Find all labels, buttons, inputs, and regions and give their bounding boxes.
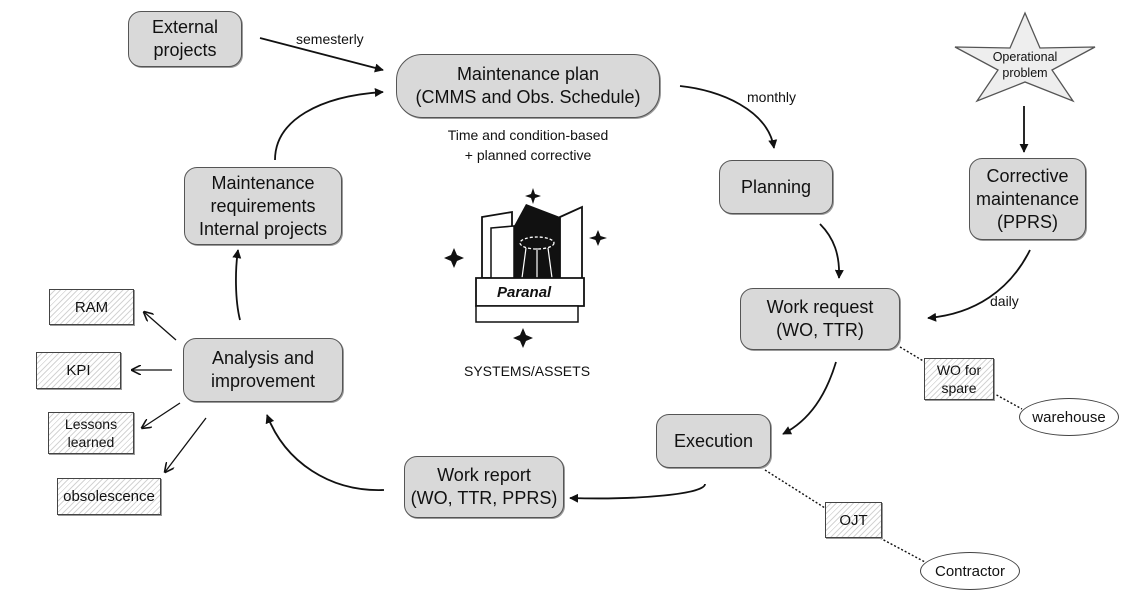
obsolescence-box: obsolescence xyxy=(57,478,161,515)
contractor-label: Contractor xyxy=(934,562,1006,580)
paranal-observatory-icon xyxy=(444,188,607,348)
arrow-external-to-plan xyxy=(259,37,384,73)
execution-label: Execution xyxy=(673,430,754,451)
wo-for-spare-line-1: WO for xyxy=(936,362,982,378)
lessons-learned-box: Lessons learned xyxy=(48,412,134,454)
arrow-work-request-to-execution xyxy=(782,361,837,435)
maintenance-plan-line-1: Maintenance plan xyxy=(456,64,600,84)
analysis-improvement-box: Analysis and improvement xyxy=(183,338,343,402)
operational-problem-star xyxy=(954,11,1096,103)
plan-note-line-2: + planned corrective xyxy=(464,147,592,163)
external-projects-line-2: projects xyxy=(153,40,217,60)
corrective-maintenance-line-3: (PPRS) xyxy=(996,211,1058,232)
work-report-line-2: (WO, TTR, PPRS) xyxy=(410,488,558,508)
edge-label-daily: daily xyxy=(990,293,1019,309)
external-projects-line-1: External xyxy=(151,17,219,37)
warehouse-ellipse: warehouse xyxy=(1019,398,1119,436)
corrective-maintenance-line-2: maintenance xyxy=(975,188,1080,209)
lessons-learned-line-2: learned xyxy=(67,434,115,450)
work-request-box: Work request (WO, TTR) xyxy=(740,288,900,350)
external-projects-box: External projects xyxy=(128,11,242,67)
analysis-line-2: improvement xyxy=(210,371,316,391)
paranal-logo-text: Paranal xyxy=(497,284,552,301)
arrow-analysis-to-lessons xyxy=(142,402,181,428)
ojt-label: OJT xyxy=(839,511,868,529)
kpi-label: KPI xyxy=(66,362,91,379)
maintenance-requirements-line-3: Internal projects xyxy=(198,218,328,239)
arrow-planning-to-work-request xyxy=(819,223,844,279)
dotted-ojt-to-contractor xyxy=(879,537,926,563)
ram-box: RAM xyxy=(49,289,134,325)
contractor-ellipse: Contractor xyxy=(920,552,1020,590)
sparkle-icon xyxy=(444,248,464,268)
ram-label: RAM xyxy=(74,298,109,316)
sparkle-icon xyxy=(525,188,541,204)
dotted-work-request-to-wo-spare xyxy=(899,346,926,363)
dotted-execution-to-ojt xyxy=(764,469,826,509)
arrow-analysis-to-ram xyxy=(144,312,177,341)
work-report-box: Work report (WO, TTR, PPRS) xyxy=(404,456,564,518)
edge-label-semesterly: semesterly xyxy=(296,31,364,47)
arrow-plan-to-planning xyxy=(679,85,778,149)
operational-problem-line-1: Operational xyxy=(992,50,1058,64)
arrow-analysis-to-obsolescence xyxy=(165,417,207,472)
planning-box: Planning xyxy=(719,160,833,214)
work-request-line-2: (WO, TTR) xyxy=(776,320,864,340)
wo-for-spare-line-2: spare xyxy=(941,380,977,396)
maintenance-requirements-line-1: Maintenance xyxy=(211,172,315,193)
work-request-line-1: Work request xyxy=(766,297,874,317)
sparkle-icon xyxy=(513,328,533,348)
maintenance-requirements-box: Maintenance requirements Internal projec… xyxy=(184,167,342,245)
planning-label: Planning xyxy=(740,176,812,197)
work-report-line-1: Work report xyxy=(437,465,531,485)
arrow-execution-to-work-report xyxy=(569,483,706,503)
corrective-maintenance-box: Corrective maintenance (PPRS) xyxy=(969,158,1086,240)
kpi-box: KPI xyxy=(36,352,121,389)
arrow-requirements-to-plan xyxy=(274,88,384,161)
systems-assets-caption: SYSTEMS/ASSETS xyxy=(464,363,591,379)
arrow-corrective-to-work-request xyxy=(927,249,1031,322)
maintenance-plan-line-2: (CMMS and Obs. Schedule) xyxy=(415,87,641,107)
arrow-work-report-to-analysis xyxy=(265,414,385,491)
corrective-maintenance-line-1: Corrective xyxy=(986,165,1069,186)
plan-note-line-1: Time and condition-based xyxy=(447,127,609,143)
ojt-box: OJT xyxy=(825,502,882,538)
plan-note: Time and condition-based + planned corre… xyxy=(418,125,638,165)
lessons-learned-line-1: Lessons xyxy=(64,416,118,432)
operational-problem-label: Operational problem xyxy=(985,45,1065,85)
arrow-analysis-to-requirements xyxy=(232,249,242,321)
edge-label-monthly: monthly xyxy=(747,89,797,105)
obsolescence-label: obsolescence xyxy=(63,488,155,505)
maintenance-requirements-line-2: requirements xyxy=(210,195,316,216)
maintenance-plan-box: Maintenance plan (CMMS and Obs. Schedule… xyxy=(396,54,660,118)
execution-box: Execution xyxy=(656,414,771,468)
analysis-line-1: Analysis and xyxy=(211,348,315,368)
sparkle-icon xyxy=(589,230,607,246)
dotted-wo-spare-to-warehouse xyxy=(992,392,1023,410)
warehouse-label: warehouse xyxy=(1032,408,1106,426)
operational-problem-line-2: problem xyxy=(1002,66,1048,80)
wo-for-spare-box: WO for spare xyxy=(924,358,994,400)
